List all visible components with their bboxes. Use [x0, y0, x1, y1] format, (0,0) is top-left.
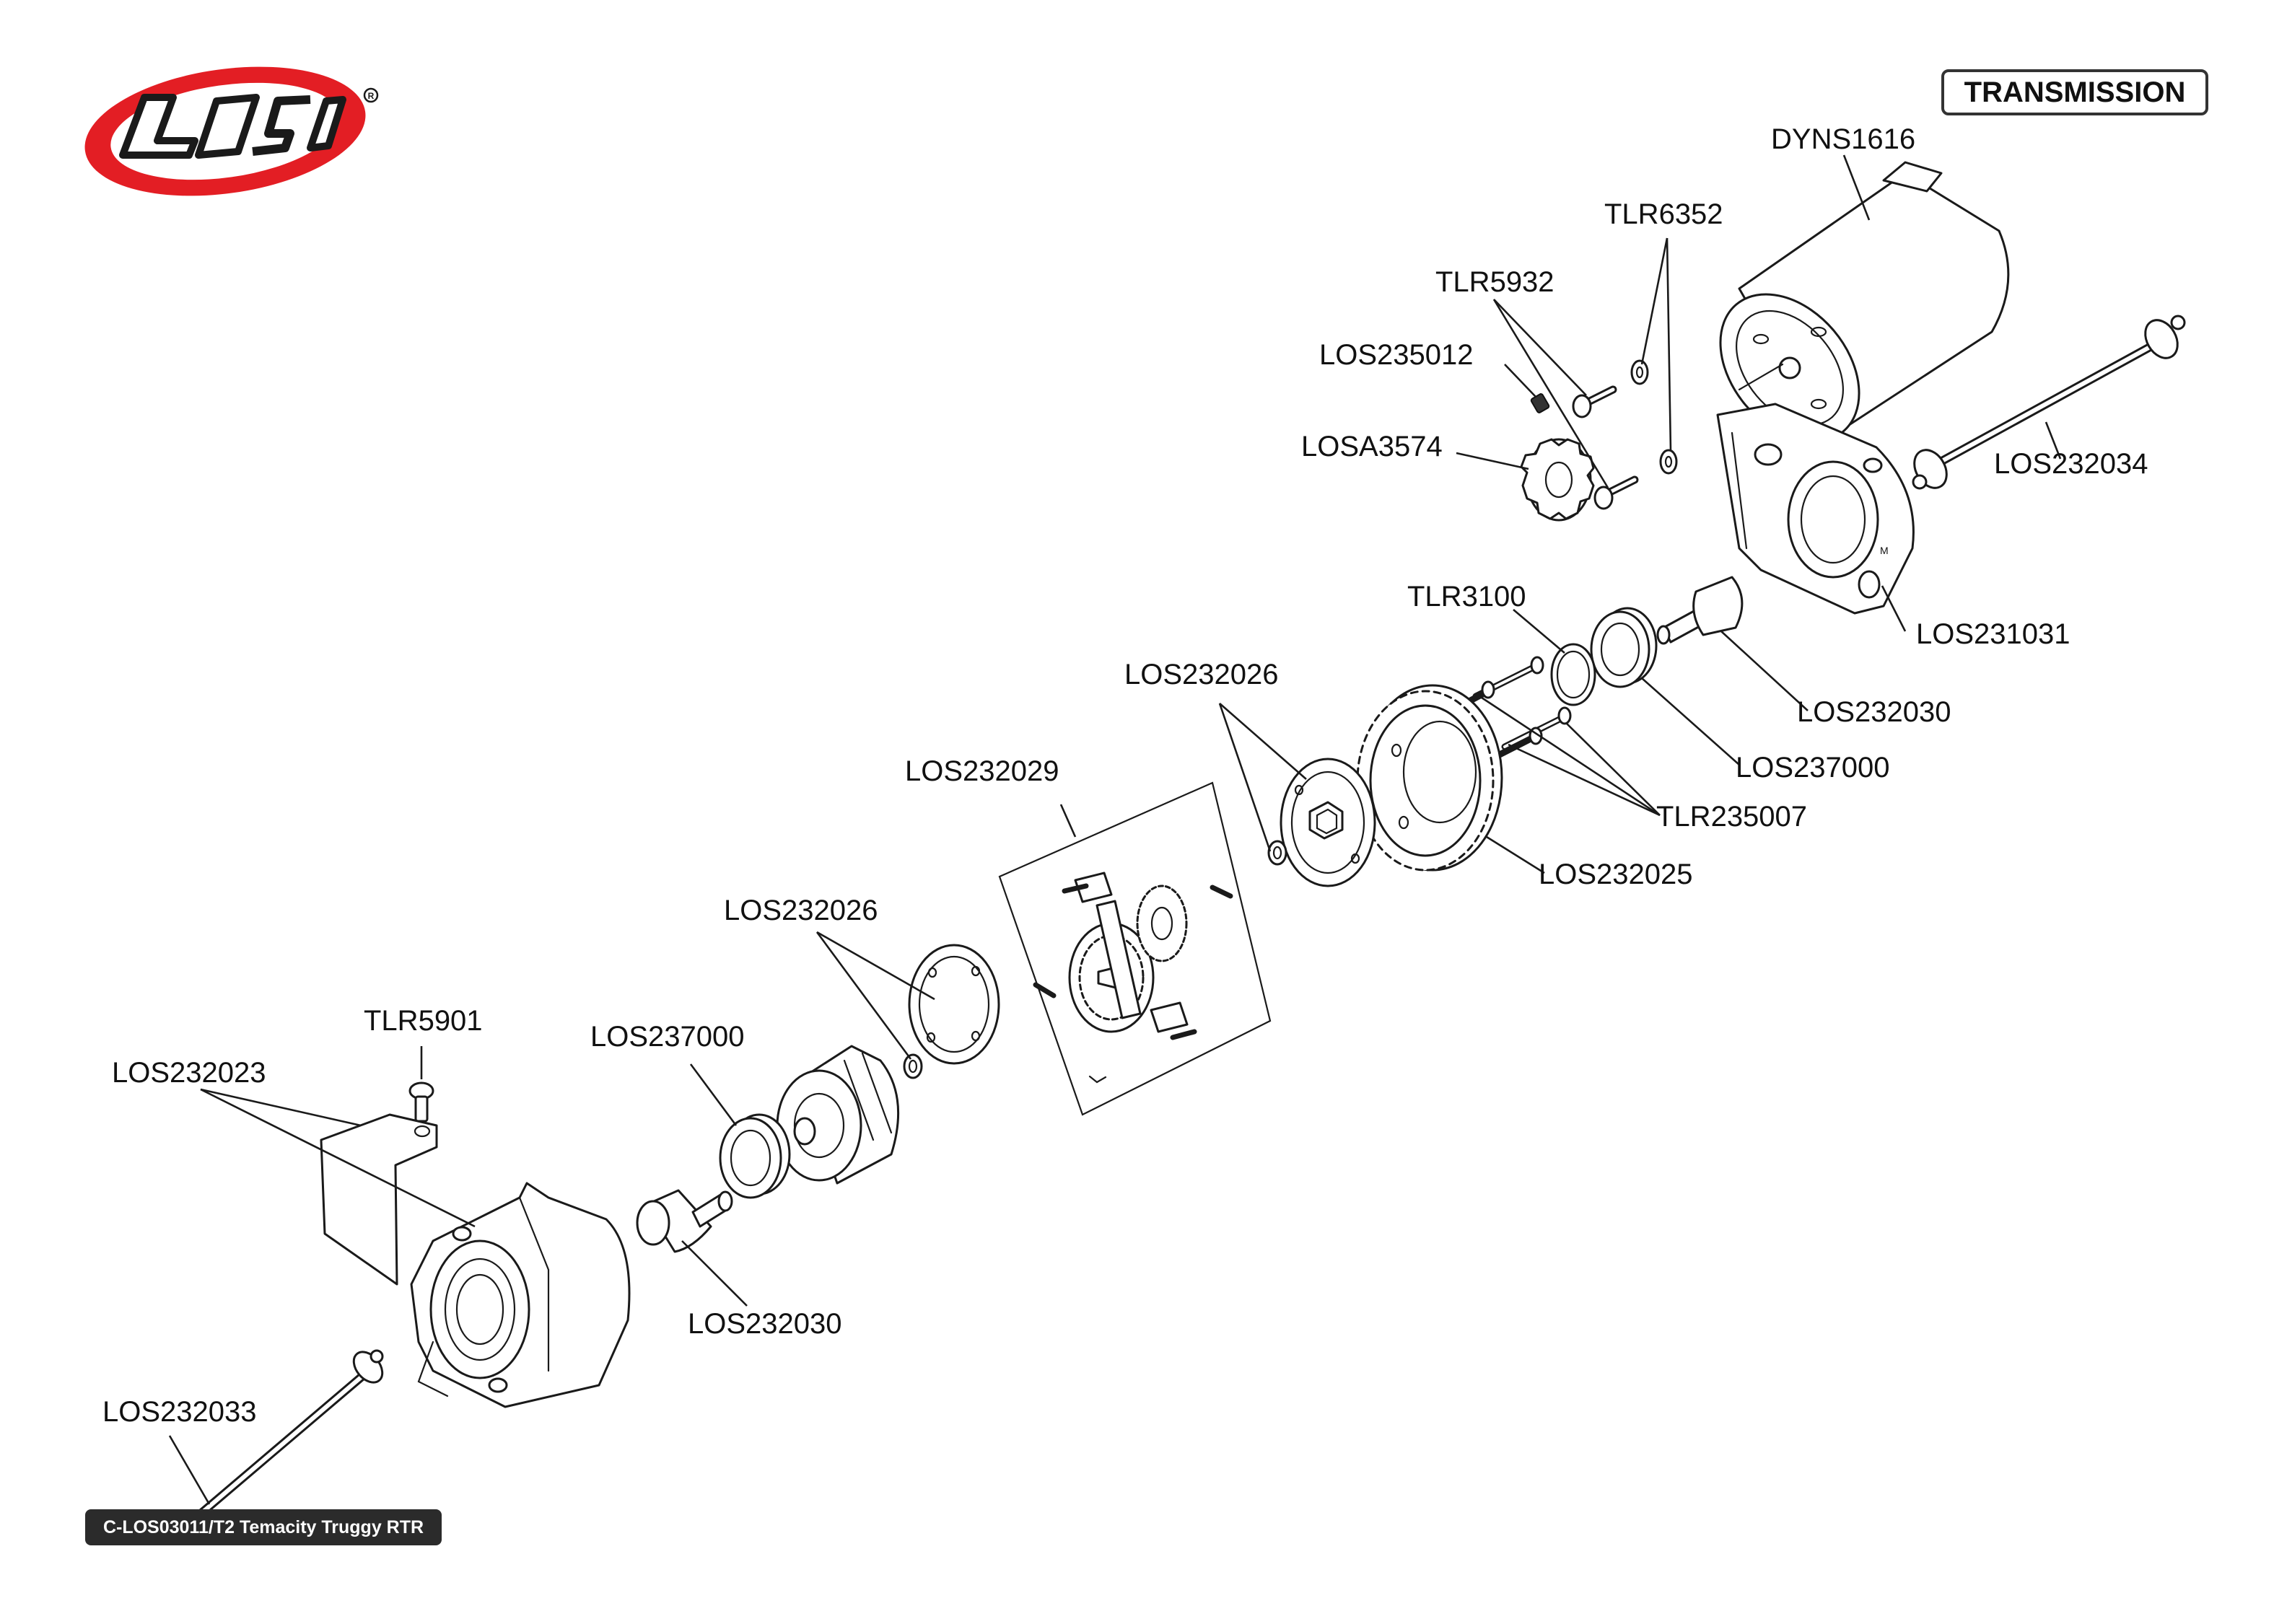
label-LOS237000-top: LOS237000 — [1736, 752, 1890, 784]
diff-gear-set — [998, 781, 1272, 1116]
label-TLR5901: TLR5901 — [364, 1005, 483, 1037]
motor — [1719, 161, 2010, 443]
brand-logo: R — [84, 66, 379, 196]
label-TLR6352: TLR6352 — [1604, 198, 1723, 230]
spur-gear — [1356, 684, 1503, 872]
svg-text:R: R — [368, 91, 375, 101]
label-LOS232023: LOS232023 — [112, 1057, 266, 1089]
label-LOS232033: LOS232033 — [102, 1396, 257, 1428]
motor-plate: M — [1716, 403, 1915, 615]
label-LOS232030-top: LOS232030 — [1797, 696, 1951, 728]
motor-screws — [1572, 385, 1639, 510]
label-DYNS1616: DYNS1616 — [1771, 123, 1915, 155]
outdrive-bottom — [636, 1189, 733, 1253]
label-LOS232034: LOS232034 — [1994, 448, 2148, 480]
label-LOS232025: LOS232025 — [1539, 859, 1693, 890]
section-title: TRANSMISSION — [1941, 69, 2208, 115]
set-screw — [1530, 393, 1550, 413]
label-LOS237000-bottom: LOS237000 — [590, 1021, 745, 1053]
label-LOS231031: LOS231031 — [1916, 618, 2070, 650]
bearing-top — [1590, 607, 1658, 688]
pinion-gear — [1520, 438, 1595, 522]
outdrive-top — [1656, 576, 1744, 645]
driveshaft-top — [1912, 315, 2186, 490]
label-LOSA3574: LOSA3574 — [1301, 431, 1443, 462]
diff-cover-top — [1267, 758, 1376, 887]
leader-lines — [168, 154, 2062, 1505]
model-footer: C-LOS03011/T2 Temacity Truggy RTR — [85, 1509, 442, 1545]
diff-case — [776, 1045, 900, 1185]
gearbox-housing — [320, 1113, 631, 1408]
o-ring — [1550, 643, 1596, 706]
label-LOS235012: LOS235012 — [1319, 339, 1474, 371]
label-LOS232026-top: LOS232026 — [1124, 659, 1279, 690]
label-LOS232029: LOS232029 — [905, 755, 1059, 787]
label-TLR5932: TLR5932 — [1435, 266, 1554, 298]
svg-text:M: M — [1880, 545, 1889, 556]
bearing-bottom — [719, 1113, 791, 1199]
part-labels: DYNS1616 TLR6352 TLR5932 LOS235012 LOSA3… — [102, 123, 2148, 1428]
housing-screw — [408, 1081, 434, 1123]
washers — [1630, 359, 1678, 475]
label-TLR3100: TLR3100 — [1407, 581, 1526, 613]
label-LOS232026-bottom: LOS232026 — [724, 895, 878, 926]
driveshaft-bottom — [191, 1349, 384, 1523]
diff-gasket-bottom — [903, 944, 1000, 1079]
label-TLR235007: TLR235007 — [1656, 801, 1807, 833]
label-LOS232030-bottom: LOS232030 — [688, 1308, 842, 1340]
